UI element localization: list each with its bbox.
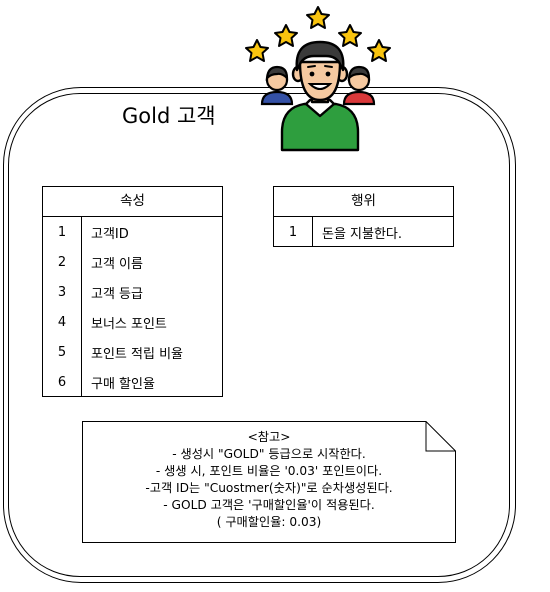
attribute-label: 고객 이름 bbox=[91, 256, 143, 272]
table-row: 5 포인트 적립 비율 bbox=[43, 337, 222, 367]
note-line: - 생생 시, 포인트 비율은 '0.03' 포인트이다. bbox=[155, 464, 383, 478]
table-row: 3 고객 등급 bbox=[43, 277, 222, 307]
inner-frame bbox=[8, 93, 510, 577]
star-icon bbox=[306, 6, 330, 29]
attributes-table: 속성 1 고객ID 2 고객 이름 3 고객 등급 4 보너스 포인트 5 포인… bbox=[42, 186, 223, 397]
attribute-label: 고객 등급 bbox=[91, 286, 143, 302]
table-row: 6 구매 할인율 bbox=[43, 367, 222, 397]
table-row: 1 돈을 지불한다. bbox=[274, 217, 453, 247]
behaviors-table: 행위 1 돈을 지불한다. bbox=[273, 186, 454, 247]
star-icon bbox=[245, 39, 269, 62]
behaviors-header: 행위 bbox=[274, 187, 453, 217]
attributes-header: 속성 bbox=[43, 187, 222, 217]
table-row: 1 고객ID bbox=[43, 217, 222, 247]
row-number: 1 bbox=[288, 224, 298, 240]
attribute-label: 포인트 적립 비율 bbox=[91, 346, 183, 362]
note-line: - GOLD 고객은 '구매할인율'이 적용된다. bbox=[163, 498, 375, 512]
attribute-label: 고객ID bbox=[91, 226, 129, 242]
star-icon bbox=[274, 24, 298, 47]
attribute-label: 보너스 포인트 bbox=[91, 316, 167, 332]
row-number: 3 bbox=[57, 284, 67, 300]
customer-with-stars-icon bbox=[240, 4, 400, 156]
row-number: 6 bbox=[57, 374, 67, 390]
table-row: 2 고객 이름 bbox=[43, 247, 222, 277]
star-icon bbox=[338, 24, 362, 47]
row-number: 2 bbox=[57, 254, 67, 270]
row-number: 5 bbox=[57, 344, 67, 360]
behavior-label: 돈을 지불한다. bbox=[322, 226, 403, 242]
note-line: ( 구매할인율: 0.03) bbox=[216, 515, 322, 529]
note-line: -고객 ID는 "Cuostmer(숫자)"로 순차생성된다. bbox=[145, 481, 393, 495]
table-row: 4 보너스 포인트 bbox=[43, 307, 222, 337]
note-heading: <참고> bbox=[247, 430, 291, 444]
note-line: - 생성시 "GOLD" 등급으로 시작한다. bbox=[172, 447, 366, 461]
class-title: Gold 고객 bbox=[122, 104, 216, 128]
note-box: <참고> - 생성시 "GOLD" 등급으로 시작한다. - 생생 시, 포인트… bbox=[82, 421, 456, 543]
outer-frame bbox=[3, 87, 516, 583]
row-number: 1 bbox=[57, 224, 67, 240]
attribute-label: 구매 할인율 bbox=[91, 376, 155, 392]
row-number: 4 bbox=[57, 314, 67, 330]
star-icon bbox=[367, 39, 391, 62]
